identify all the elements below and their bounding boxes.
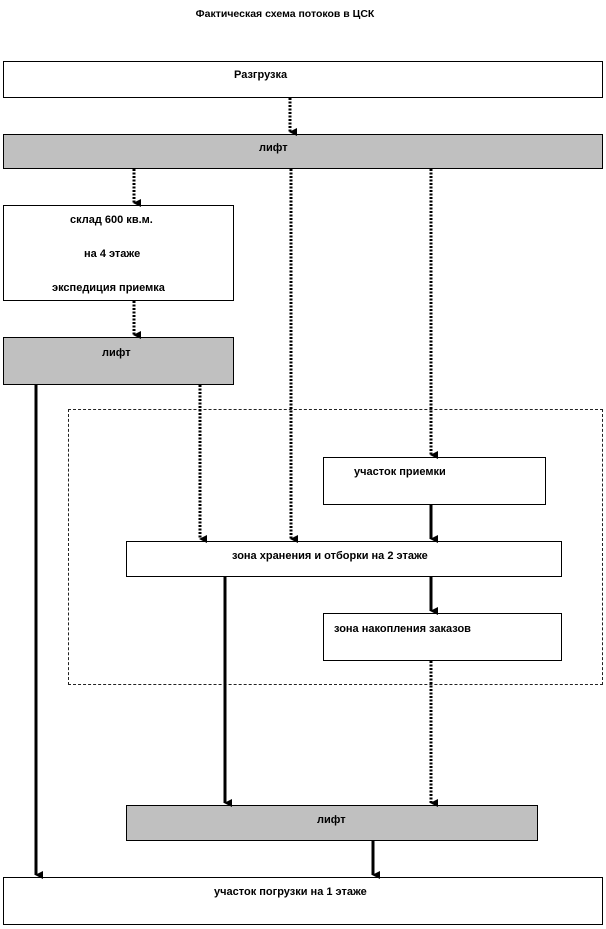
storage-zone-label: зона хранения и отборки на 2 этаже (232, 550, 428, 562)
lift-top-label: лифт (259, 142, 288, 154)
loading-area-label: участок погрузки на 1 этаже (214, 886, 367, 898)
loading-area-box: участок погрузки на 1 этаже (3, 877, 603, 925)
lift-bottom-box: лифт (126, 805, 538, 841)
unloading-label: Разгрузка (234, 69, 288, 81)
diagram-title: Фактическая схема потоков в ЦСК (195, 8, 375, 20)
lift-middle-label: лифт (102, 347, 131, 359)
warehouse-label-line3: экспедиция приемка (52, 282, 165, 294)
order-accumulation-box: зона накопления заказов (323, 613, 562, 661)
storage-zone-box: зона хранения и отборки на 2 этаже (126, 541, 562, 577)
warehouse-label-line2: на 4 этаже (84, 248, 141, 260)
lift-bottom-label: лифт (317, 814, 346, 826)
warehouse-label-line1: склад 600 кв.м. (70, 214, 153, 226)
receiving-area-label: участок приемки (354, 466, 446, 478)
warehouse-box: склад 600 кв.м. на 4 этаже экспедиция пр… (3, 205, 234, 301)
lift-middle-box: лифт (3, 337, 234, 385)
lift-top-box: лифт (3, 134, 603, 169)
unloading-box: Разгрузка (3, 61, 603, 98)
second-floor-zone (68, 409, 603, 685)
order-accumulation-label: зона накопления заказов (334, 623, 471, 635)
